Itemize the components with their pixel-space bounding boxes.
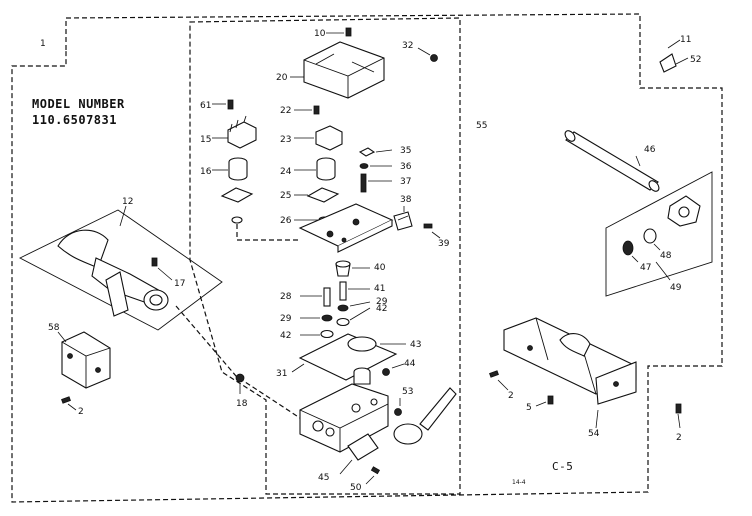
part-38-connector <box>393 206 413 231</box>
callout-37: 37 <box>400 177 411 187</box>
part-35-cap <box>358 147 393 157</box>
callout-25: 25 <box>280 191 291 201</box>
callout-54: 54 <box>588 429 600 439</box>
part-18-nut <box>235 373 245 394</box>
callout-2-right: 2 <box>676 433 682 443</box>
callout-22: 22 <box>280 106 291 116</box>
callout-42-left: 42 <box>280 331 291 341</box>
model-number-heading: MODEL NUMBER <box>32 97 125 111</box>
callout-47: 47 <box>640 263 651 273</box>
callout-61: 61 <box>200 101 211 111</box>
callout-2-left: 2 <box>78 407 84 417</box>
part-24-coil <box>294 157 336 181</box>
part-16-coil <box>212 157 248 181</box>
part-5-screw <box>535 395 554 407</box>
part-42-washers <box>300 307 371 339</box>
part-61-screw <box>212 99 234 110</box>
part-25-plates <box>220 187 340 203</box>
part-37-plunger <box>360 173 392 193</box>
callout-31: 31 <box>276 369 287 379</box>
callout-38: 38 <box>400 195 412 205</box>
callout-12: 12 <box>122 197 133 207</box>
callout-50: 50 <box>350 483 362 493</box>
part-2-screw-mid <box>489 370 509 391</box>
callout-2-mid: 2 <box>508 391 514 401</box>
part-32-screw <box>417 47 438 62</box>
part-22-screw <box>294 105 320 115</box>
part-17-screw <box>151 257 173 281</box>
part-31-plate <box>291 333 406 381</box>
part-40-nozzle <box>335 260 370 277</box>
assembly-leader-line <box>175 305 301 419</box>
part-46-tube <box>564 130 660 192</box>
callout-5: 5 <box>526 403 532 413</box>
callout-32: 32 <box>402 41 413 51</box>
callout-43: 43 <box>410 340 421 350</box>
outer-boundary <box>11 13 723 503</box>
callout-41: 41 <box>374 284 385 294</box>
part-49-leader <box>655 261 671 281</box>
callout-58: 58 <box>48 323 60 333</box>
part-36-spring <box>359 163 392 169</box>
callout-39: 39 <box>438 239 450 249</box>
part-47-nut <box>622 240 639 263</box>
callout-23: 23 <box>280 135 291 145</box>
callout-17: 17 <box>174 279 185 289</box>
center-panel-boundary <box>189 17 461 495</box>
part-11-clip <box>659 39 689 73</box>
callout-15: 15 <box>200 135 211 145</box>
callout-55: 55 <box>476 121 487 131</box>
callout-24: 24 <box>280 167 292 177</box>
callout-36: 36 <box>400 162 412 172</box>
callout-26: 26 <box>280 216 292 226</box>
part-top-plate <box>298 203 394 253</box>
part-2-screw-left <box>61 396 77 411</box>
page-reference: C-5 <box>552 460 573 473</box>
part-54-bracket <box>503 317 637 429</box>
part-23-bracket <box>294 125 343 151</box>
part-28-pin <box>300 287 331 307</box>
part-29-seals <box>300 301 371 322</box>
callout-16: 16 <box>200 167 212 177</box>
part-39-screw <box>423 223 441 239</box>
part-valve-body <box>299 367 389 453</box>
callout-53: 53 <box>402 387 413 397</box>
part-50-screw <box>365 466 381 485</box>
callout-29-left: 29 <box>280 314 292 324</box>
callout-40: 40 <box>374 263 386 273</box>
callout-10: 10 <box>314 29 326 39</box>
model-number-value: 110.6507831 <box>32 113 117 127</box>
callout-35: 35 <box>400 146 411 156</box>
callout-18: 18 <box>236 399 248 409</box>
callout-48: 48 <box>660 251 672 261</box>
part-41-stem <box>339 281 370 301</box>
callout-44: 44 <box>404 359 416 369</box>
callout-42-right: 42 <box>376 304 387 314</box>
callout-52: 52 <box>690 55 701 65</box>
part-2-screw-right <box>675 403 682 429</box>
part-10-screw <box>326 27 352 37</box>
part-45-handle <box>339 387 457 475</box>
callout-20: 20 <box>276 73 288 83</box>
part-20-cover <box>290 41 385 99</box>
part-44-screw <box>382 363 405 376</box>
part-58-bracket <box>57 331 111 389</box>
callout-29-right: 29 <box>376 297 388 307</box>
callout-11: 11 <box>680 35 691 45</box>
part-12-burner-bracket <box>57 205 169 317</box>
callout-49: 49 <box>670 283 682 293</box>
callout-1: 1 <box>40 39 46 49</box>
subassembly-49-box <box>605 171 713 297</box>
callout-45: 45 <box>318 473 329 483</box>
callout-28: 28 <box>280 292 292 302</box>
part-48-fitting <box>643 195 701 251</box>
part-15-valve <box>212 115 257 149</box>
callout-46: 46 <box>644 145 656 155</box>
small-reference: 14-4 <box>512 479 526 486</box>
part-53-plug <box>394 398 402 416</box>
